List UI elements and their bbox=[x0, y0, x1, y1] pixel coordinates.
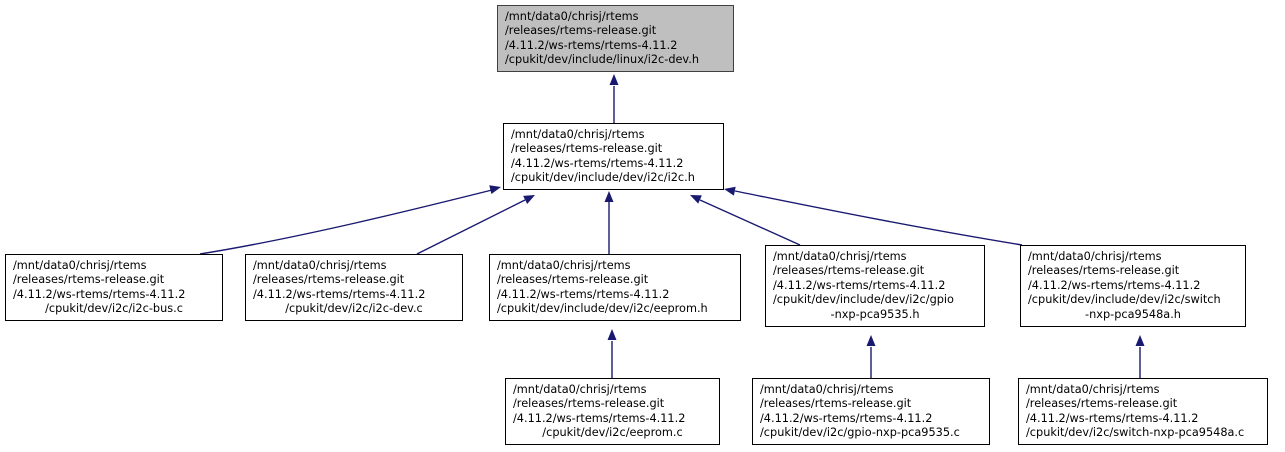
edge-switch-c-to-switch-h-arrowhead bbox=[1135, 335, 1145, 346]
node-text-line: /cpukit/dev/i2c/gpio-nxp-pca9535.c bbox=[760, 425, 960, 439]
edge-i2c-dev-c-to-i2c-h-arrowhead bbox=[523, 195, 535, 204]
node-text-line: /cpukit/dev/include/dev/i2c/switch bbox=[1028, 293, 1221, 307]
node-text-line: /4.11.2/ws-rtems/rtems-4.11.2 bbox=[773, 278, 946, 292]
edge-switch-h-to-i2c-h-arrowhead bbox=[724, 186, 736, 196]
node-text-line: /mnt/data0/chrisj/rtems bbox=[497, 258, 631, 272]
node-text-line: -nxp-pca9548a.h bbox=[1085, 307, 1181, 321]
node-text-line: /releases/rtems-release.git bbox=[773, 264, 925, 278]
node-i2c-dev-h[interactable]: /mnt/data0/chrisj/rtems/releases/rtems-r… bbox=[497, 5, 734, 72]
node-text-line: /mnt/data0/chrisj/rtems bbox=[760, 382, 894, 396]
node-text-line: /cpukit/dev/i2c/i2c-bus.c bbox=[45, 301, 183, 315]
node-text-line: /4.11.2/ws-rtems/rtems-4.11.2 bbox=[511, 156, 684, 170]
node-text-line: /releases/rtems-release.git bbox=[505, 24, 657, 38]
node-switch-nxp-pca9548a-h[interactable]: /mnt/data0/chrisj/rtems/releases/rtems-r… bbox=[1020, 245, 1246, 327]
node-text-line: /releases/rtems-release.git bbox=[253, 273, 405, 287]
node-text-line: /releases/rtems-release.git bbox=[760, 397, 912, 411]
node-text-line: /4.11.2/ws-rtems/rtems-4.11.2 bbox=[253, 287, 426, 301]
node-switch-nxp-pca9548a-c[interactable]: /mnt/data0/chrisj/rtems/releases/rtems-r… bbox=[1018, 378, 1268, 445]
node-text-line: /releases/rtems-release.git bbox=[511, 142, 663, 156]
node-text-line: /cpukit/dev/include/dev/i2c/gpio bbox=[773, 293, 954, 307]
node-eeprom-h[interactable]: /mnt/data0/chrisj/rtems/releases/rtems-r… bbox=[489, 254, 741, 321]
node-text-line: /4.11.2/ws-rtems/rtems-4.11.2 bbox=[13, 287, 186, 301]
node-i2c-dev-c[interactable]: /mnt/data0/chrisj/rtems/releases/rtems-r… bbox=[245, 254, 463, 321]
edge-gpio-c-to-gpio-h-arrowhead bbox=[866, 335, 876, 346]
edge-i2c-bus-c-to-i2c-h-arrowhead bbox=[489, 185, 501, 195]
node-text-line: /releases/rtems-release.git bbox=[13, 273, 165, 287]
node-text-line: /4.11.2/ws-rtems/rtems-4.11.2 bbox=[497, 287, 670, 301]
node-text-line: /4.11.2/ws-rtems/rtems-4.11.2 bbox=[1028, 278, 1201, 292]
edge-eeprom-c-to-eeprom-h-arrowhead bbox=[607, 329, 617, 340]
node-text-line: /mnt/data0/chrisj/rtems bbox=[511, 127, 645, 141]
node-text-line: /cpukit/dev/include/linux/i2c-dev.h bbox=[505, 52, 699, 66]
node-text-line: /cpukit/dev/i2c/switch-nxp-pca9548a.c bbox=[1026, 425, 1245, 439]
node-text-line: /mnt/data0/chrisj/rtems bbox=[1026, 382, 1160, 396]
node-text-line: /cpukit/dev/include/dev/i2c/eeprom.h bbox=[497, 301, 708, 315]
node-text-line: /releases/rtems-release.git bbox=[1028, 264, 1180, 278]
edge-switch-h-to-i2c-h bbox=[734, 190, 1023, 246]
node-i2c-bus-c[interactable]: /mnt/data0/chrisj/rtems/releases/rtems-r… bbox=[5, 254, 223, 321]
node-text-line: /cpukit/dev/i2c/i2c-dev.c bbox=[285, 301, 423, 315]
node-text-line: /cpukit/dev/include/dev/i2c/i2c.h bbox=[511, 170, 695, 184]
node-text-line: /4.11.2/ws-rtems/rtems-4.11.2 bbox=[505, 38, 678, 52]
node-text-line: /mnt/data0/chrisj/rtems bbox=[1028, 249, 1162, 263]
node-text-line: /releases/rtems-release.git bbox=[1026, 397, 1178, 411]
node-text-line: /releases/rtems-release.git bbox=[513, 397, 665, 411]
edge-gpio-h-to-i2c-h-arrowhead bbox=[690, 195, 702, 204]
node-text-line: /mnt/data0/chrisj/rtems bbox=[505, 9, 639, 23]
node-gpio-nxp-pca9535-h[interactable]: /mnt/data0/chrisj/rtems/releases/rtems-r… bbox=[765, 245, 985, 327]
node-text-line: /mnt/data0/chrisj/rtems bbox=[513, 382, 647, 396]
node-text-line: /releases/rtems-release.git bbox=[497, 273, 649, 287]
node-text-line: /4.11.2/ws-rtems/rtems-4.11.2 bbox=[760, 411, 933, 425]
node-i2c-h[interactable]: /mnt/data0/chrisj/rtems/releases/rtems-r… bbox=[503, 123, 724, 190]
node-gpio-nxp-pca9535-c[interactable]: /mnt/data0/chrisj/rtems/releases/rtems-r… bbox=[752, 378, 990, 445]
node-text-line: -nxp-pca9535.h bbox=[830, 307, 920, 321]
edge-gpio-h-to-i2c-h bbox=[699, 199, 801, 246]
node-text-line: /mnt/data0/chrisj/rtems bbox=[253, 258, 387, 272]
edge-i2c-h-to-i2c-dev-h-arrowhead bbox=[609, 74, 619, 85]
node-text-line: /mnt/data0/chrisj/rtems bbox=[773, 249, 907, 263]
node-text-line: /4.11.2/ws-rtems/rtems-4.11.2 bbox=[1026, 411, 1199, 425]
node-text-line: /4.11.2/ws-rtems/rtems-4.11.2 bbox=[513, 411, 686, 425]
node-text-line: /cpukit/dev/i2c/eeprom.c bbox=[542, 425, 683, 439]
node-text-line: /mnt/data0/chrisj/rtems bbox=[13, 258, 147, 272]
edge-eeprom-h-to-i2c-h-arrowhead bbox=[604, 191, 614, 202]
edge-i2c-dev-c-to-i2c-h bbox=[416, 199, 526, 255]
node-eeprom-c[interactable]: /mnt/data0/chrisj/rtems/releases/rtems-r… bbox=[505, 378, 720, 445]
edge-i2c-bus-c-to-i2c-h bbox=[199, 189, 493, 255]
